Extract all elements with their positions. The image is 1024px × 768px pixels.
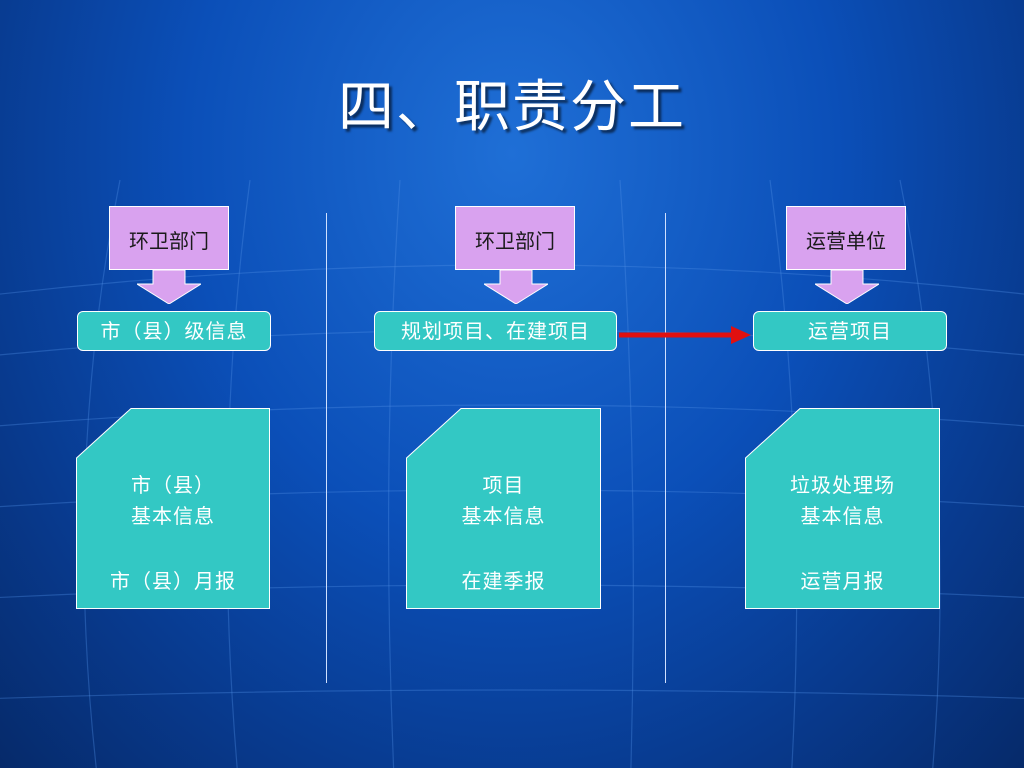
down-arrow-icon <box>815 270 879 304</box>
info-level-pill-2: 规划项目、在建项目 <box>374 311 617 351</box>
card-line-title: 垃圾处理场 <box>790 473 895 497</box>
card-line-title: 项目 <box>482 473 525 497</box>
data-card-3: 垃圾处理场 基本信息 运营月报 <box>745 408 940 609</box>
card-line-report: 在建季报 <box>461 569 546 593</box>
card-line-subtitle: 基本信息 <box>131 504 215 528</box>
right-arrow-icon <box>619 326 751 344</box>
dept-box-2: 环卫部门 <box>455 206 575 270</box>
column-divider-1 <box>326 213 327 683</box>
slide-title: 四、职责分工 <box>338 75 686 140</box>
info-level-pill-3: 运营项目 <box>753 311 947 351</box>
info-level-pill-1: 市（县）级信息 <box>77 311 271 351</box>
card-line-subtitle: 基本信息 <box>461 504 546 528</box>
card-line-title: 市（县） <box>131 473 215 497</box>
data-card-1: 市（县） 基本信息 市（县）月报 <box>76 408 270 609</box>
card-line-subtitle: 基本信息 <box>800 504 885 528</box>
down-arrow-icon <box>137 270 201 304</box>
dept-box-3: 运营单位 <box>786 206 906 270</box>
dept-box-1: 环卫部门 <box>109 206 229 270</box>
down-arrow-icon <box>484 270 548 304</box>
column-divider-2 <box>665 213 666 683</box>
data-card-2: 项目 基本信息 在建季报 <box>406 408 601 609</box>
card-line-report: 运营月报 <box>800 569 885 593</box>
card-line-report: 市（县）月报 <box>110 569 236 593</box>
